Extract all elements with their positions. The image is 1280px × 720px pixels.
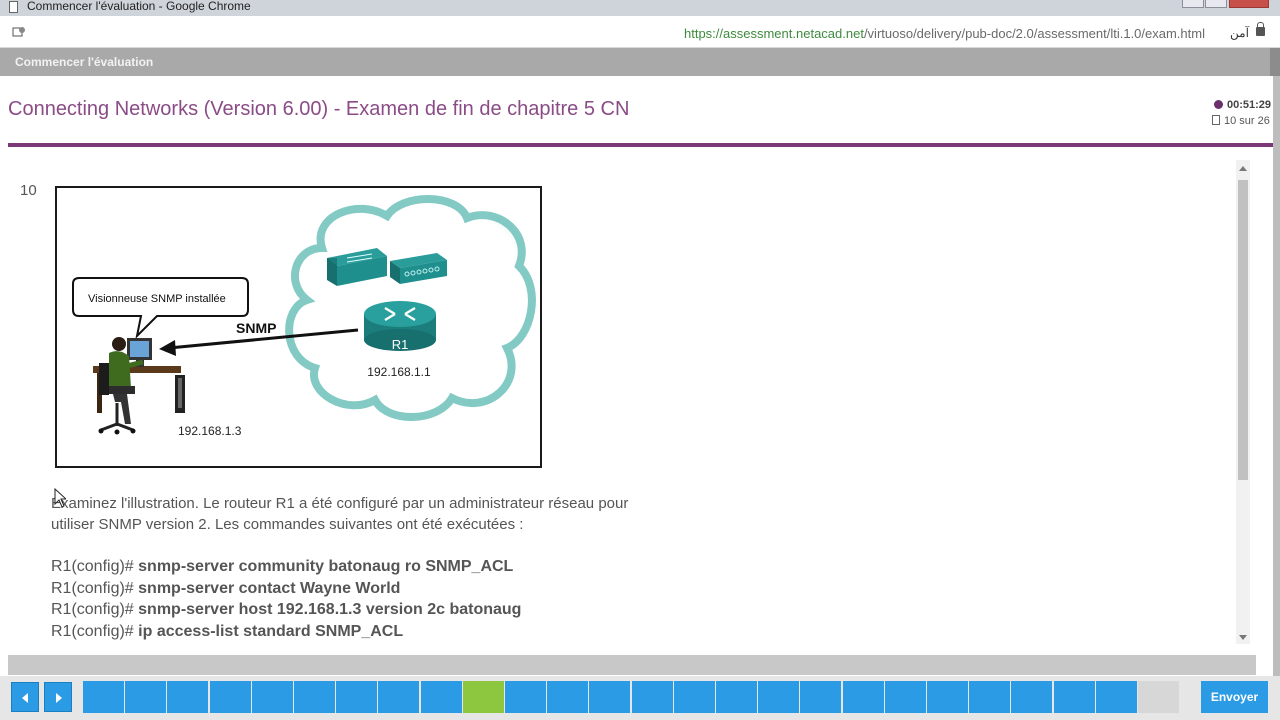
page-title: Connecting Networks (Version 6.00) - Exa… [8,98,630,120]
exhibit-diagram: R1 192.168.1.1 SNMP Visionneuse SNMP ins… [72,195,536,438]
command-line: R1(config)# ip access-list standard SNMP… [51,621,521,643]
switch-icon [327,248,387,286]
cli-prompt: R1(config)# [51,622,134,640]
hub-icon [390,253,447,284]
question-nav-item[interactable] [378,681,420,713]
address-bar[interactable]: https://assessment.netacad.net/virtuoso/… [0,16,1280,48]
question-line-1: Examinez l'illustration. Le routeur R1 a… [51,495,629,512]
question-nav-item[interactable] [505,681,546,713]
url-text[interactable]: https://assessment.netacad.net/virtuoso/… [684,26,1205,41]
exam-progress: 10 sur 26 [1212,115,1270,127]
question-text: Examinez l'illustration. Le routeur R1 a… [51,493,751,535]
question-nav-item[interactable] [1011,681,1053,713]
maximize-button[interactable] [1205,0,1227,8]
question-nav-item[interactable] [589,681,631,713]
document-icon [9,1,18,13]
vertical-scrollbar[interactable] [1236,160,1250,644]
window-title-bar: Commencer l'évaluation - Google Chrome [0,0,1280,16]
command-text: snmp-server host 192.168.1.3 version 2c … [138,601,522,618]
question-nav-item[interactable] [1138,681,1179,713]
window-edge [1273,76,1280,720]
header-divider [8,143,1273,147]
command-line: R1(config)# snmp-server host 192.168.1.3… [51,599,521,621]
exhibit-image: R1 192.168.1.1 SNMP Visionneuse SNMP ins… [55,186,542,468]
cli-prompt: R1(config)# [51,558,134,575]
question-nav-item[interactable] [167,681,209,713]
scroll-down-icon[interactable] [1239,635,1247,640]
mouse-cursor-icon [54,488,66,508]
router-ip: 192.168.1.1 [367,365,431,379]
url-origin: https://assessment.netacad.net [684,26,864,41]
previous-button[interactable] [11,682,39,712]
question-line-2: utiliser SNMP version 2. Les commandes s… [51,516,524,533]
router-icon [364,301,436,351]
command-line: R1(config)# snmp-server community batona… [51,556,521,578]
pc-ip: 192.168.1.3 [178,424,242,438]
question-nav-item[interactable] [716,681,757,713]
minimize-button[interactable] [1182,0,1204,8]
page-icon [12,27,25,37]
question-nav-item[interactable] [1053,681,1095,713]
arrow-label: SNMP [236,320,276,336]
exam-header: Connecting Networks (Version 6.00) - Exa… [0,76,1280,146]
lock-icon[interactable] [1256,22,1265,36]
cli-prompt: R1(config)# [51,601,134,618]
window-title: Commencer l'évaluation - Google Chrome [27,0,251,13]
speech-bubble [72,277,249,340]
arrow-left-icon [22,693,28,703]
page-icon [1212,115,1220,125]
question-nav-item[interactable] [420,681,462,713]
progress-value: 10 sur 26 [1224,115,1270,127]
router-label: R1 [392,337,409,352]
tab-strip-label: Commencer l'évaluation [15,55,154,69]
workstation-icon [93,337,185,435]
question-nav-item[interactable] [209,681,251,713]
security-label: آمن [1230,26,1249,40]
clock-icon [1214,100,1223,109]
scroll-thumb[interactable] [1238,180,1248,480]
command-text: ip access-list standard SNMP_ACL [138,622,404,640]
close-button[interactable] [1229,0,1269,8]
question-nav-item[interactable] [547,681,589,713]
tab-strip: Commencer l'évaluation [0,48,1280,76]
question-number: 10 [20,182,37,199]
command-text: snmp-server contact Wayne World [138,579,401,597]
horizontal-scrollbar[interactable] [8,655,1256,675]
strip-edge [1270,48,1280,76]
question-nav-item[interactable] [462,681,504,713]
callout-text: Visionneuse SNMP installée [88,293,226,305]
cli-prompt: R1(config)# [51,579,134,597]
question-nav-item[interactable] [969,681,1011,713]
question-nav-item[interactable] [927,681,968,713]
question-nav-item[interactable] [673,681,715,713]
question-nav-item[interactable] [842,681,884,713]
scroll-up-icon[interactable] [1239,166,1247,171]
arrow-head [159,340,176,356]
question-nav-item[interactable] [800,681,842,713]
question-nav-item[interactable] [336,681,378,713]
question-nav-item[interactable] [1095,681,1137,713]
submit-button[interactable]: Envoyer [1201,681,1268,713]
timer-value: 00:51:29 [1227,99,1272,111]
question-nav-item[interactable] [125,681,167,713]
command-list: R1(config)# snmp-server community batona… [51,556,521,642]
arrow-right-icon [56,693,62,703]
question-nav-item[interactable] [294,681,335,713]
question-navigator: Envoyer [0,676,1280,720]
command-text: snmp-server community batonaug ro SNMP_A… [138,558,514,575]
question-nav-item[interactable] [884,681,926,713]
command-line: R1(config)# snmp-server contact Wayne Wo… [51,578,521,600]
exam-timer: 00:51:29 [1214,99,1271,111]
next-button[interactable] [44,682,72,712]
question-nav-item[interactable] [251,681,293,713]
question-nav-item[interactable] [631,681,673,713]
question-panel: 10 [8,147,1236,652]
url-path: /virtuoso/delivery/pub-doc/2.0/assessmen… [863,26,1205,41]
question-nav-item[interactable] [83,681,124,713]
snmp-arrow [168,328,359,350]
question-nav-item[interactable] [758,681,800,713]
